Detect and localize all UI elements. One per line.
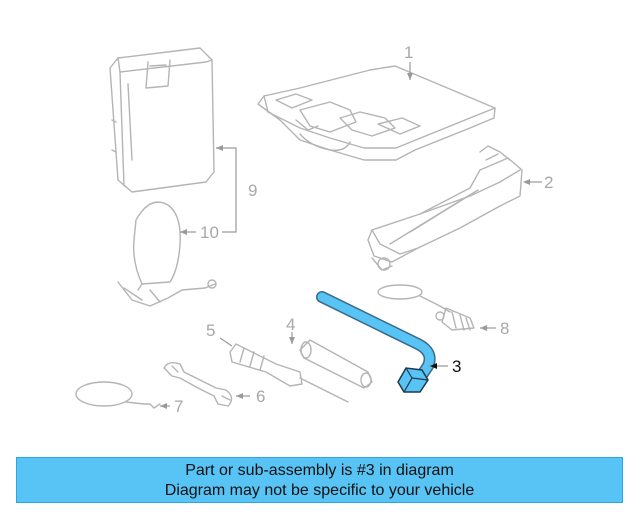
callout-labels: 1 2 3 4 5 6 7 8 9 10: [174, 43, 553, 416]
callout-2: 2: [544, 173, 553, 192]
lug-wrench-drawing: [316, 291, 436, 393]
info-banner: Part or sub-assembly is #3 in diagram Di…: [16, 457, 623, 503]
callout-7: 7: [174, 397, 183, 416]
jack-bag-drawing: [117, 201, 217, 307]
extension-bar-drawing: [299, 339, 373, 389]
banner-line-part: Part or sub-assembly is #3 in diagram: [185, 462, 454, 479]
wire-hook-drawing: [75, 381, 161, 409]
parts-diagram: 1 2 3 4 5 6 7 8 9 10: [75, 43, 553, 416]
wrench-drawing: [163, 361, 233, 407]
callout-6: 6: [256, 387, 265, 406]
callout-8: 8: [500, 319, 509, 338]
tow-hook-drawing: [377, 284, 475, 331]
callout-3[interactable]: 3: [452, 357, 461, 376]
scissor-jack-drawing: [367, 145, 523, 271]
tray-drawing: [257, 65, 496, 161]
leader-lines: [160, 62, 542, 409]
callout-1: 1: [404, 43, 413, 62]
banner-line-disclaimer: Diagram may not be specific to your vehi…: [164, 482, 475, 499]
callout-4: 4: [286, 315, 295, 334]
callout-10: 10: [200, 223, 219, 242]
callout-9: 9: [248, 181, 257, 200]
storage-bag-drawing: [109, 47, 215, 193]
callout-5: 5: [206, 321, 215, 340]
screwdriver-drawing: [229, 343, 349, 403]
